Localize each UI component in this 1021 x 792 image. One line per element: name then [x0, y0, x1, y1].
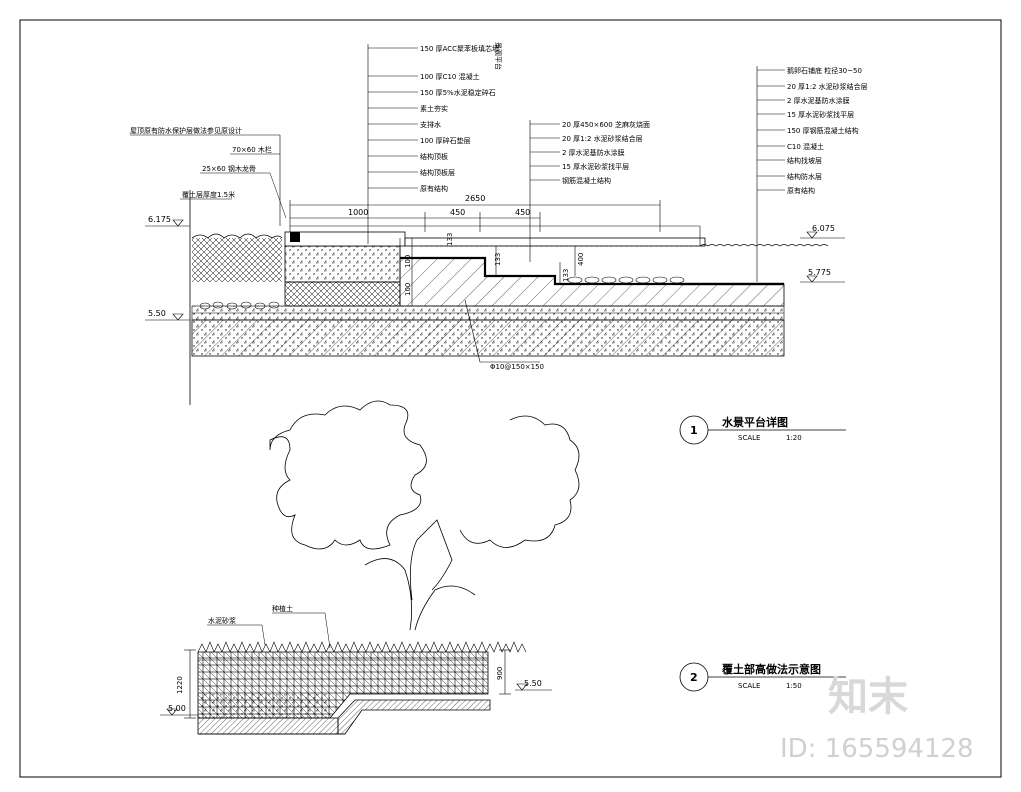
detail-2-number: 2: [690, 671, 698, 684]
callout-mid-3: 15 厚水泥砂浆找平层: [562, 162, 629, 171]
detail-1-scale-value: 1:20: [786, 434, 802, 442]
drainage-layer: [197, 717, 339, 735]
callout-lower-left-2: 25×60 钢木龙骨: [202, 164, 256, 173]
dim-d2-900: 900: [496, 667, 504, 680]
dim-d2-1220: 1220: [176, 676, 184, 694]
callout-mid-0: 20 厚450×600 芝麻灰烧面: [562, 120, 650, 129]
detail-2-scale-label: SCALE: [738, 682, 760, 690]
concrete-step: [284, 245, 401, 283]
dim-v6: 133: [562, 269, 570, 282]
elevation-d2-500: 5.00: [168, 704, 186, 713]
callout-left-3: 素土夯实: [420, 104, 448, 113]
dim-v3: 400: [577, 253, 585, 266]
sheet-border: [19, 19, 1002, 778]
detail-2-title-block: [679, 662, 846, 692]
callout-left-7: 结构顶板层: [420, 168, 455, 177]
detail-2-scale-value: 1:50: [786, 682, 802, 690]
detail-1-section: [130, 44, 845, 405]
dim-v5: 100: [404, 283, 412, 296]
elevation-6175: 6.175: [148, 215, 171, 224]
callout-lower-left-3: 覆土层厚度1.5米: [182, 190, 235, 199]
dim-v1: 133: [446, 233, 454, 246]
dim-1000: 1000: [348, 208, 368, 217]
callout-mid-4: 钢筋混凝土结构: [562, 176, 611, 185]
elevation-d2-550: 5.50: [524, 679, 542, 688]
callout-left-0: 150 厚ACC聚苯板填芯墙: [420, 44, 499, 53]
elevation-markers: [145, 219, 845, 321]
callout-right-7: 结构防水层: [787, 172, 822, 181]
gravel-base: [284, 281, 401, 307]
pebble-bed: [567, 276, 685, 284]
callout-right-5: C10 混凝土: [787, 142, 824, 151]
callout-left-6: 结构顶板: [420, 152, 448, 161]
tree-illustration: [269, 400, 427, 550]
callout-right-8: 原有结构: [787, 186, 815, 195]
callout-mid-1: 20 厚1:2 水泥砂浆结合层: [562, 134, 643, 143]
callout-left-2: 150 厚5%水泥稳定碎石: [420, 88, 496, 97]
callout-mid-2: 2 厚水泥基防水涂膜: [562, 148, 625, 157]
callout-left-8: 原有结构: [420, 184, 448, 193]
callout-left-1: 100 厚C10 混凝土: [420, 72, 480, 81]
detail-1-title-block: [679, 415, 846, 445]
callout-d2-b: 种植土: [272, 604, 293, 613]
elevation-5775: 5.775: [808, 268, 831, 277]
deck-board: [284, 231, 406, 247]
water-surface: [699, 244, 829, 247]
callout-right-1: 20 厚1:2 水泥砂浆结合层: [787, 82, 868, 91]
planting-soil: [192, 238, 282, 282]
callout-right-0: 鹅卵石铺底 粒径30~50: [787, 66, 862, 75]
callout-lower-left-1: 70×60 木栏: [232, 145, 272, 154]
dim-v4: 100: [404, 255, 412, 268]
dim-total: 2650: [465, 194, 485, 203]
detail-2-section: [160, 400, 580, 735]
callout-lower-left-0: 屋顶原有防水保护层做法参见原设计: [130, 126, 242, 135]
elevation-6075: 6.075: [812, 224, 835, 233]
dim-450-b: 450: [515, 208, 530, 217]
callout-right-2: 2 厚水泥基防水涂膜: [787, 96, 850, 105]
platform-slab: [399, 257, 785, 307]
callout-right-4: 150 厚钢筋混凝土结构: [787, 126, 859, 135]
detail-1-scale-label: SCALE: [738, 434, 760, 442]
detail-2-title: 覆土部高做法示意图: [722, 662, 821, 676]
callout-left-4: 支排水: [420, 120, 441, 129]
callout-top-vertical: 景观平台: [494, 42, 503, 70]
dim-450-a: 450: [450, 208, 465, 217]
detail-1-title: 水景平台详图: [722, 415, 788, 429]
watermark-logo: 知末: [828, 674, 908, 720]
dim-v2: 133: [494, 253, 502, 266]
callout-d2-a: 水泥砂浆: [208, 616, 236, 625]
elevation-550: 5.50: [148, 309, 166, 318]
callout-right-6: 结构找坡层: [787, 156, 822, 165]
grass-line: [197, 641, 527, 653]
rebar-note: Φ10@150×150: [490, 363, 544, 371]
gravel-layer: [199, 301, 280, 310]
detail-1-number: 1: [690, 424, 698, 437]
callout-right-3: 15 厚水泥砂浆找平层: [787, 110, 854, 119]
watermark-id: ID: 165594128: [780, 734, 974, 764]
callout-left-5: 100 厚碎石垫层: [420, 136, 471, 145]
